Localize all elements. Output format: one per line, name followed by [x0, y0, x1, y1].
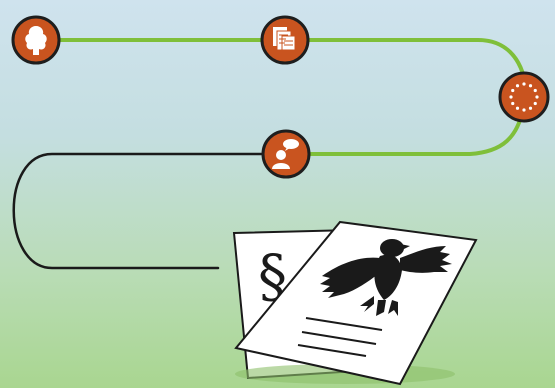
eu-star — [511, 102, 514, 105]
eu-star — [529, 84, 532, 87]
eu-star — [516, 107, 519, 110]
eu-star — [535, 95, 538, 98]
timeline-node-1[interactable] — [13, 17, 59, 63]
eu-star — [509, 95, 512, 98]
eu-star — [511, 89, 514, 92]
eu-star — [529, 107, 532, 110]
law-documents: § — [234, 222, 476, 384]
eu-star — [522, 82, 525, 85]
eu-star — [534, 102, 537, 105]
eu-star — [534, 89, 537, 92]
timeline-node-4[interactable] — [263, 131, 309, 177]
timeline-node-3[interactable] — [500, 73, 548, 121]
timeline-node-2[interactable] — [262, 17, 308, 63]
eu-star — [522, 108, 525, 111]
eu-star — [516, 84, 519, 87]
